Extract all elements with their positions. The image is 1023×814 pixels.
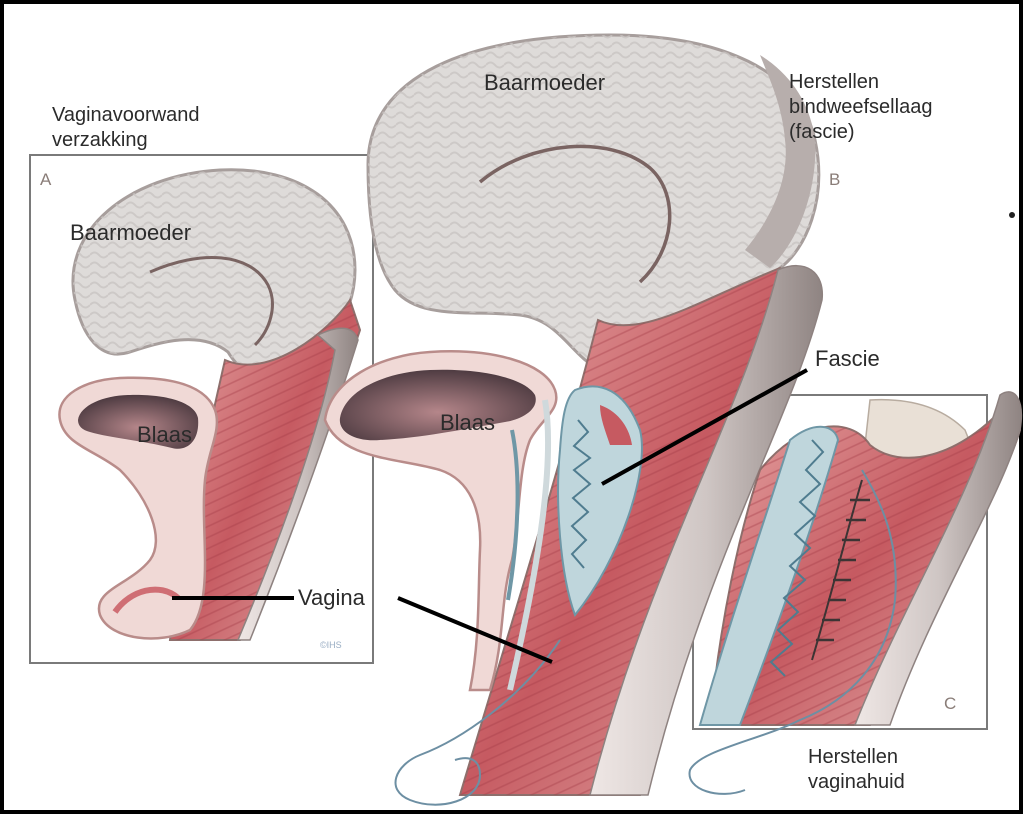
- panel-a-title: Vaginavoorwand verzakking: [52, 103, 200, 153]
- panel-b-title-line-3: (fascie): [789, 120, 932, 145]
- panel-c-title-line-1: Herstellen: [808, 745, 905, 770]
- signature: ©IHS: [320, 640, 342, 650]
- label-bladder-b: Blaas: [440, 410, 495, 436]
- label-fascia: Fascie: [815, 346, 880, 372]
- label-vagina: Vagina: [298, 585, 365, 611]
- panel-a-letter: A: [40, 170, 51, 190]
- panel-c-title-line-2: vaginahuid: [808, 770, 905, 795]
- panel-b-title-line-2: bindweefsellaag: [789, 95, 932, 120]
- panel-a-title-line-1: Vaginavoorwand: [52, 103, 200, 128]
- panel-c-letter: C: [944, 694, 956, 714]
- label-uterus-b: Baarmoeder: [484, 70, 605, 96]
- label-bladder-a: Blaas: [137, 422, 192, 448]
- label-uterus-a: Baarmoeder: [70, 220, 191, 246]
- panel-b-title-line-1: Herstellen: [789, 70, 932, 95]
- panel-c-title: Herstellen vaginahuid: [808, 745, 905, 795]
- panel-b-title: Herstellen bindweefsellaag (fascie): [789, 70, 932, 145]
- panel-b-letter: B: [829, 170, 840, 190]
- panel-a-title-line-2: verzakking: [52, 128, 200, 153]
- bullet-dot: [1009, 212, 1015, 218]
